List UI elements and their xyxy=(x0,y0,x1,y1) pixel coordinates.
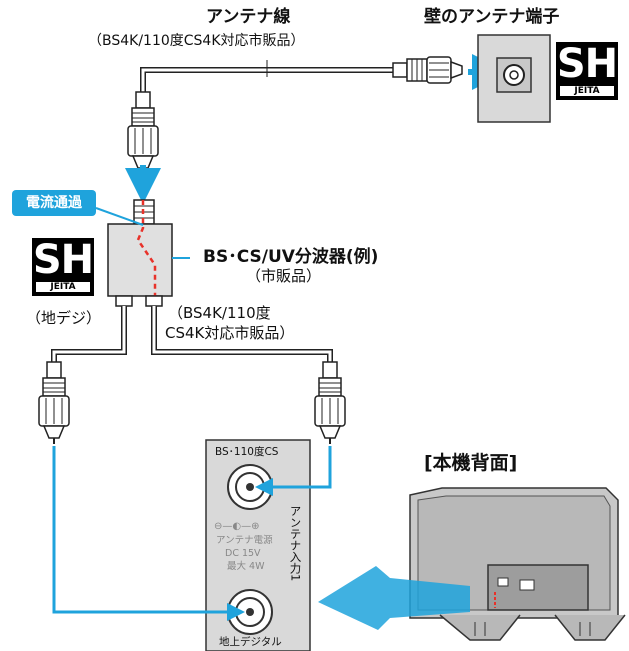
splitter-name: BS･CS/UV分波器(例) xyxy=(203,247,379,267)
splitter-icon xyxy=(107,199,190,307)
splitter-note: （市販品） xyxy=(246,267,322,285)
cable-title: アンテナ線 xyxy=(206,7,291,27)
current-pass-label: 電流通過 xyxy=(26,195,82,211)
wall-outlet-icon xyxy=(477,34,551,123)
sh-badge-main: SH xyxy=(556,41,618,87)
sh-badge: SH JEITA xyxy=(32,238,94,296)
tv-rear-icon xyxy=(409,487,626,641)
bs-cable-note-2: CS4K対応市販品） xyxy=(165,324,295,342)
arrow-icon xyxy=(52,446,245,621)
connector-icon xyxy=(392,56,463,84)
arrow-icon xyxy=(318,566,470,630)
bs-cable xyxy=(151,306,333,365)
rear-view-label: [本機背面] xyxy=(424,452,518,474)
connector-icon xyxy=(38,361,70,445)
terrestrial-cable xyxy=(51,306,127,365)
terrestrial-note: （地デジ） xyxy=(26,309,102,327)
sh-badge-main: SH xyxy=(32,237,94,283)
wall-terminal-label: 壁のアンテナ端子 xyxy=(424,7,560,27)
arrow-icon xyxy=(255,446,332,496)
sh-badge: SH JEITA xyxy=(556,42,618,100)
connector-icon xyxy=(314,361,346,445)
power-label-3: 最大 4W xyxy=(227,561,265,572)
current-pass-tag: 電流通過 xyxy=(12,190,96,216)
connector-icon xyxy=(127,91,159,175)
port-terrestrial-label: 地上デジタル xyxy=(219,636,282,648)
power-label-1: アンテナ電源 xyxy=(216,535,273,546)
cable-note: （BS4K/110度CS4K対応市販品） xyxy=(88,33,305,49)
antenna-cable xyxy=(140,60,393,95)
power-label-2: DC 15V xyxy=(225,548,261,559)
sh-badge-sub: JEITA xyxy=(36,282,90,292)
power-polarity: ⊖—◐—⊕ xyxy=(214,521,260,532)
port-bs-label: BS･110度CS xyxy=(215,446,279,458)
sh-badge-sub: JEITA xyxy=(560,86,614,96)
antenna-input-label: アンテナ入力1 xyxy=(288,505,303,582)
bs-cable-note-1: （BS4K/110度 xyxy=(168,304,271,322)
